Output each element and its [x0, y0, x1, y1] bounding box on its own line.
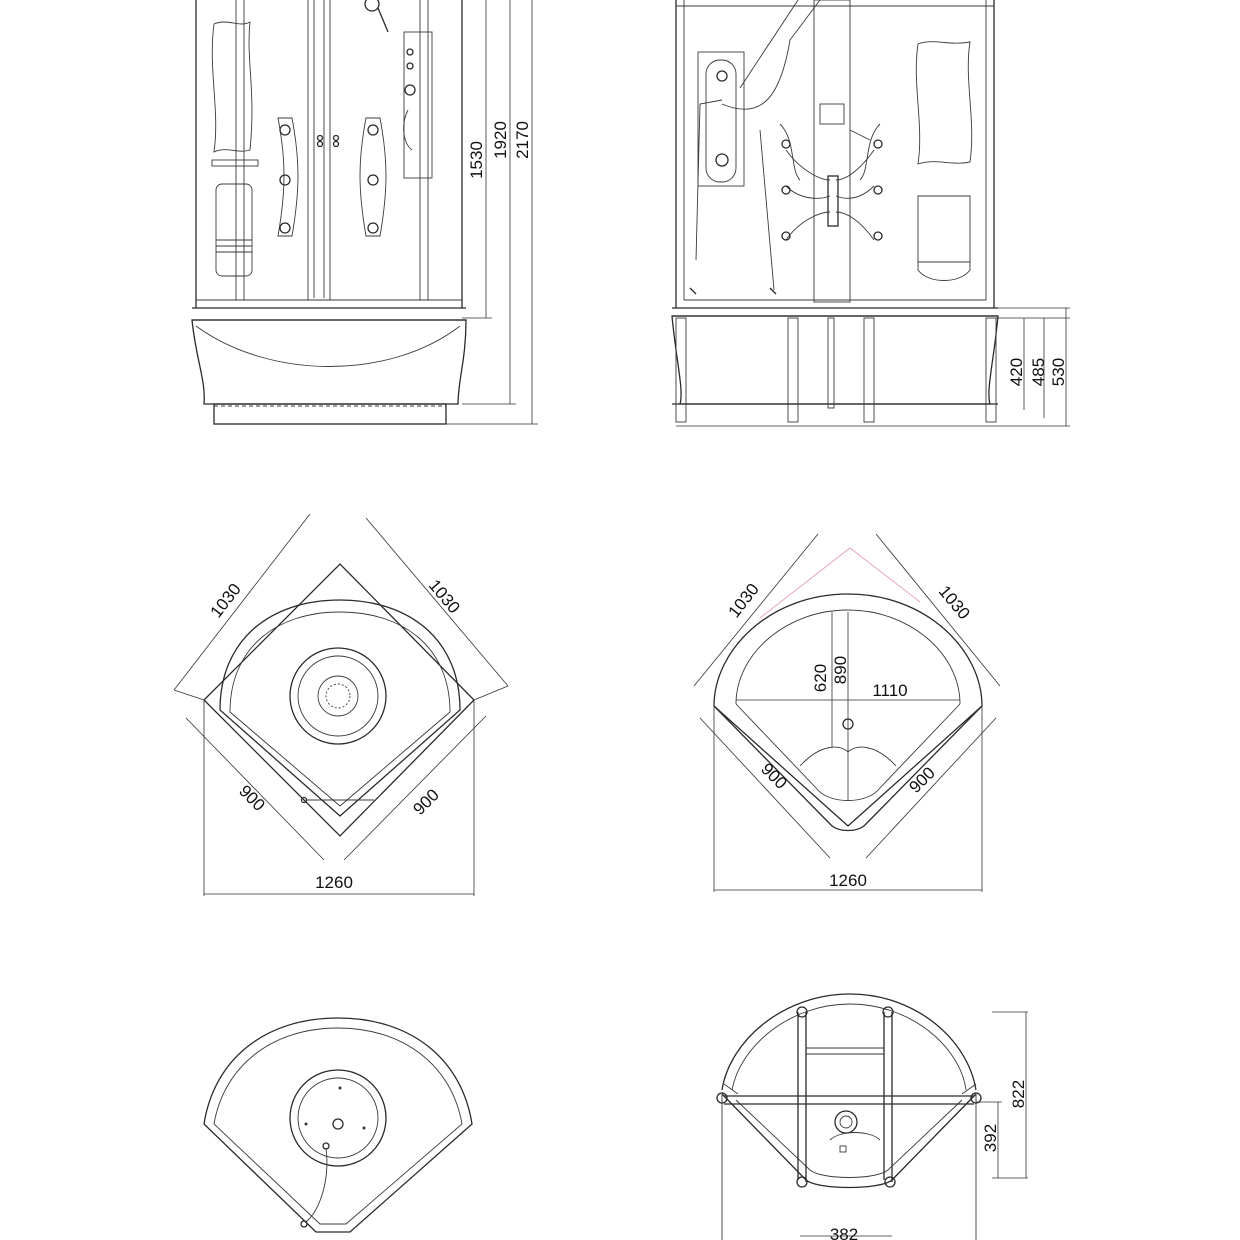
front-elevation-view: 1530 1920 2170 [191, 0, 538, 425]
side-mirror-panel [915, 41, 973, 165]
plan-right-depth-inner: 620 [811, 664, 830, 692]
front-dim-2: 1920 [491, 121, 510, 159]
control-column [403, 31, 433, 179]
plan-left-side-left: 900 [235, 781, 268, 814]
plan-left-side-right: 900 [409, 785, 442, 818]
plan-right-depth-outer: 890 [831, 656, 850, 684]
front-dim-3: 2170 [513, 121, 532, 159]
massage-jets-right [359, 117, 387, 237]
front-dim-1: 1530 [467, 141, 486, 179]
drain-icon [289, 647, 387, 745]
plan-right-diag-left: 1030 [725, 580, 763, 622]
frame-bottom-view: 822 392 382 [716, 993, 1028, 1240]
bath-tray [191, 319, 467, 405]
plan-right-span: 1110 [872, 681, 907, 700]
seat-panel [917, 195, 971, 281]
plan-right-side-right: 900 [905, 763, 938, 796]
plan-left-width: 1260 [315, 873, 353, 892]
bottom-dim-lower: 392 [981, 1124, 1000, 1152]
plan-left-diag-right: 1030 [425, 576, 464, 617]
mirror-panel [211, 21, 253, 153]
plan-view-right: 1030 1030 620 890 1110 900 900 1260 [693, 533, 1001, 892]
plan-left-diag-left: 1030 [207, 580, 245, 622]
side-dim-1: 420 [1007, 358, 1026, 386]
side-dim-3: 530 [1049, 358, 1068, 386]
plan-right-side-left: 900 [757, 759, 790, 792]
roof-plan-view [203, 1017, 473, 1233]
shelf-icon [211, 159, 259, 167]
bottom-dim-width: 382 [830, 1225, 858, 1240]
plan-right-diag-right: 1030 [935, 582, 974, 623]
bottom-dim-total: 822 [1009, 1080, 1028, 1108]
side-dim-2: 485 [1029, 358, 1048, 386]
side-elevation-view: 420 485 530 [671, 0, 1070, 427]
plan-view-left: 1030 1030 900 900 1260 [173, 513, 509, 896]
massage-jets-left [277, 117, 299, 237]
shower-head-icon [364, 0, 389, 33]
plan-right-width: 1260 [829, 871, 867, 890]
hose-icon [695, 0, 821, 261]
